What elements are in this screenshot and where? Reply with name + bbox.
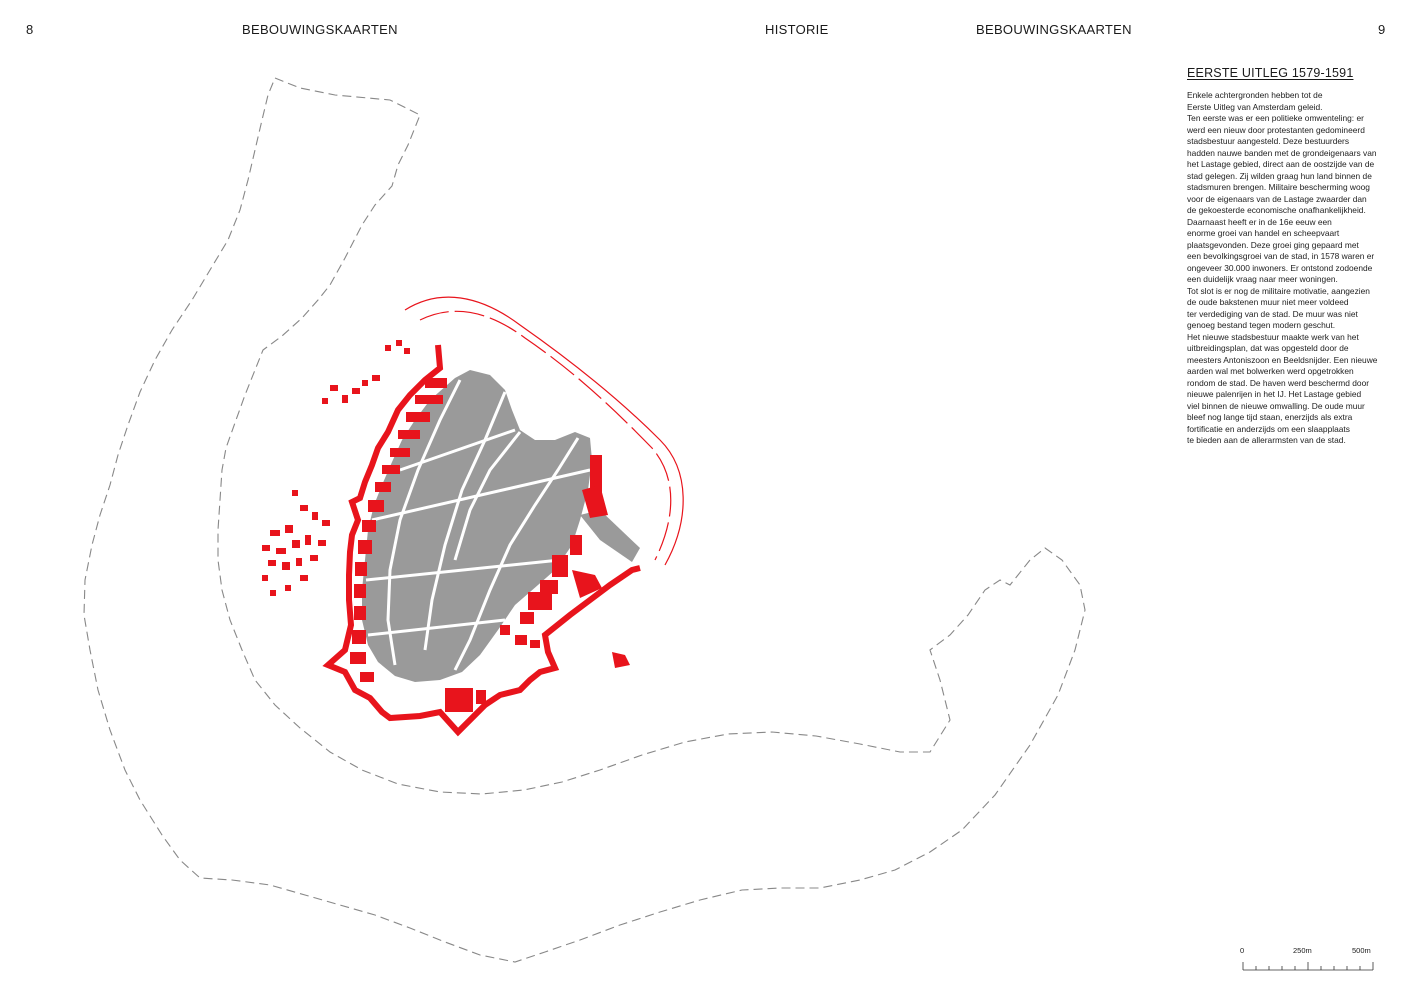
existing-city-area <box>362 370 592 682</box>
article-line: fortificatie en anderzijds om een slaapp… <box>1187 423 1350 434</box>
article-line: te bieden aan de allerarmsten van de sta… <box>1187 435 1346 445</box>
article-line: een duidelijk vraag naar meer woningen. <box>1187 274 1338 284</box>
article-line: Eerste Uitleg van Amsterdam geleid. <box>1187 101 1323 112</box>
article: EERSTE UITLEG 1579-1591 Enkele achtergro… <box>1187 66 1387 447</box>
header-title-left: BEBOUWINGSKAARTEN <box>242 22 398 37</box>
article-line: Ten eerste was er een politieke omwentel… <box>1187 113 1364 123</box>
article-line: nieuwe palenrijen in het IJ. Het Lastage… <box>1187 389 1362 399</box>
article-line: uitbreidingsplan, dat was opgesteld door… <box>1187 343 1349 353</box>
article-line: Enkele achtergronden hebben tot de <box>1187 90 1323 100</box>
page-number-left: 8 <box>26 22 34 37</box>
scale-bar-ticks <box>1242 962 1374 971</box>
article-line: Het nieuwe stadsbestuur maakte werk van … <box>1187 331 1359 342</box>
article-line: aarden wal met bolwerken werd opgetrokke… <box>1187 366 1354 376</box>
existing-city-canals <box>365 379 591 671</box>
page-number-right: 9 <box>1378 22 1386 37</box>
article-line: enorme groei van handel en scheepvaart <box>1187 228 1340 238</box>
article-line: genoeg bestand tegen modern geschut. <box>1187 320 1336 330</box>
article-line: werd een nieuw door protestanten gedomin… <box>1187 124 1365 135</box>
new-buildings <box>262 340 630 712</box>
scale-label-0: 0 <box>1240 946 1245 955</box>
article-line: stadsbestuur aangesteld. Deze bestuurder… <box>1187 136 1350 146</box>
harbour-arc <box>404 296 684 566</box>
article-line: rondom de stad. De haven werd beschermd … <box>1187 377 1370 388</box>
scale-bar: 0 250m 500m <box>1240 946 1380 976</box>
article-line: meesters Antoniszoon en Beeldsnijder. Ee… <box>1187 354 1378 365</box>
article-line: het Lastage gebied, direct aan de oostzi… <box>1187 159 1375 169</box>
article-line: viel binnen de nieuwe omwalling. De oude… <box>1187 400 1365 411</box>
header-title-right: BEBOUWINGSKAARTEN <box>976 22 1132 37</box>
scale-label-500: 500m <box>1352 946 1371 955</box>
article-line: de oude bakstenen muur niet meer voldeed <box>1187 297 1349 307</box>
article-line: ter verdediging van de stad. De muur was… <box>1187 308 1358 319</box>
article-line: ongeveer 30.000 inwoners. Er ontstond zo… <box>1187 262 1373 273</box>
article-title: EERSTE UITLEG 1579-1591 <box>1187 66 1354 80</box>
harbour-arc-inner <box>419 310 672 561</box>
header-title-middle: HISTORIE <box>765 22 829 37</box>
article-line: Tot slot is er nog de militaire motivati… <box>1187 285 1370 296</box>
article-line: stad gelegen. Zij wilden graag hun land … <box>1187 170 1372 181</box>
article-line: Daarnaast heeft er in de 16e eeuw een <box>1187 216 1332 227</box>
new-city-wall <box>322 344 641 737</box>
article-line: een bevolkingsgroei van de stad, in 1578… <box>1187 251 1375 261</box>
scale-label-250: 250m <box>1293 946 1312 955</box>
map-dashed-outline <box>83 77 1086 963</box>
article-line: voor de eigenaars van de Lastage zwaarde… <box>1187 193 1367 204</box>
article-line: de gekoesterde economische onafhankelijk… <box>1187 205 1366 215</box>
article-line: plaatsgevonden. Deze groei ging gepaard … <box>1187 239 1359 250</box>
article-line: hadden nauwe banden met de grondeigenaar… <box>1187 147 1377 158</box>
article-line: stadsmuren brengen. Militaire beschermin… <box>1187 182 1370 192</box>
harbour-pier <box>580 510 640 562</box>
article-line: bleef nog lange tijd staan, enerzijds al… <box>1187 412 1353 422</box>
